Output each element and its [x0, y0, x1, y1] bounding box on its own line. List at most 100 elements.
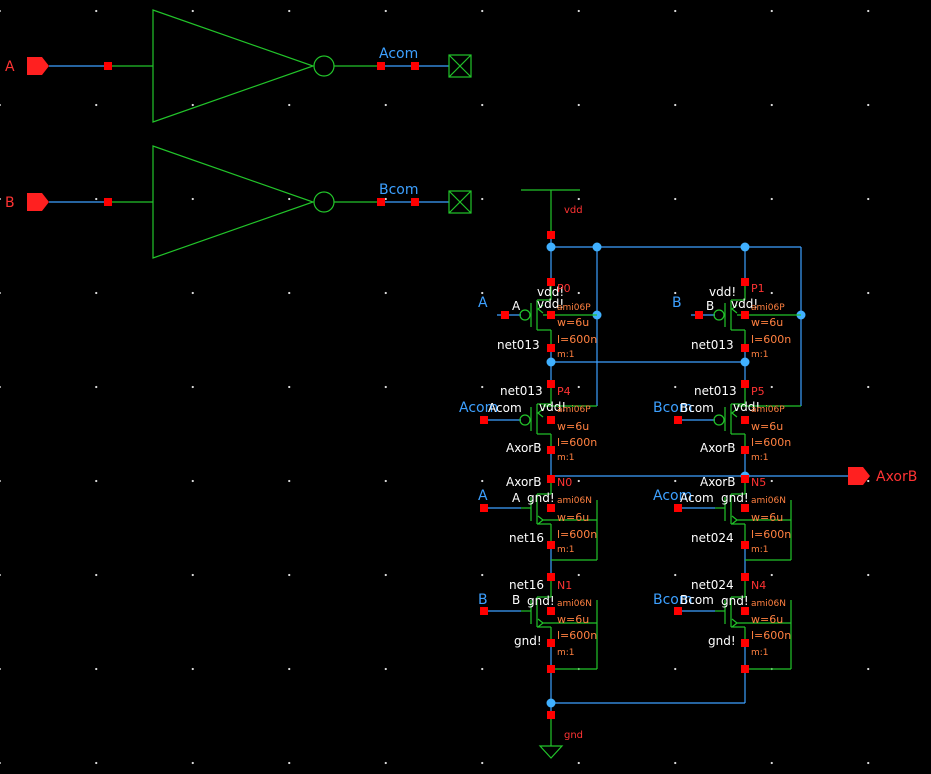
p5-bulk-label: vdd! — [733, 400, 760, 414]
n1-l-label: l=600n — [557, 629, 597, 642]
p5-top-label: net013 — [694, 384, 737, 398]
n5-gate-label: Acom — [680, 491, 714, 505]
p0-w-label: w=6u — [557, 316, 589, 329]
transistor-p4[interactable]: Acom Acom net013 vdd! P4 ami06P w=6u l=6… — [459, 380, 597, 463]
gnd-label: gnd — [564, 730, 583, 741]
n4-inst-label: N4 — [751, 579, 766, 592]
p4-model-label: ami06P — [557, 405, 591, 415]
p1-bulk-label: vdd! — [731, 297, 758, 311]
n0-bulk-label: gnd! — [527, 491, 555, 505]
n4-model-label: ami06N — [751, 599, 786, 609]
n1-model-label: ami06N — [557, 599, 592, 609]
inverter-b-bubble — [313, 191, 335, 213]
inverter-b[interactable] — [108, 145, 381, 259]
p1-model-label: ami06P — [751, 303, 785, 313]
p1-gate-net-label: B — [672, 295, 682, 311]
p0-l-label: l=600n — [557, 333, 597, 346]
p4-bulk-label: vdd! — [539, 400, 566, 414]
p4-top-label: net013 — [500, 384, 543, 398]
n5-m-label: m:1 — [751, 545, 769, 555]
n4-top-label: net024 — [691, 578, 734, 592]
p1-l-label: l=600n — [751, 333, 791, 346]
p4-gate-label: Acom — [488, 401, 522, 415]
n1-top-label: net16 — [509, 578, 544, 592]
p1-w-label: w=6u — [751, 316, 783, 329]
net-acom[interactable]: Acom — [379, 46, 472, 78]
p1-inst-label: P1 — [751, 282, 765, 295]
transistor-p0[interactable]: A A vdd! vdd! P0 ami06P w=6u l=600n m:1 … — [478, 278, 597, 360]
transistor-p5[interactable]: Bcom Bcom net013 vdd! P5 ami06P w=6u l=6… — [653, 380, 801, 463]
p0-inst-label: P0 — [557, 282, 571, 295]
inverter-terminals — [104, 62, 419, 206]
inverter-b-body — [152, 145, 315, 259]
n5-bulk-label: gnd! — [721, 491, 749, 505]
p4-bottom-label: AxorB — [506, 441, 541, 455]
n4-gate-label: Bcom — [680, 593, 714, 607]
p1-bottom-label: net013 — [691, 338, 734, 352]
p0-m-label: m:1 — [557, 350, 575, 360]
p0-bulk-label: vdd! — [537, 297, 564, 311]
noconn-acom-icon — [448, 54, 472, 78]
pin-axorb[interactable]: AxorB — [848, 467, 917, 485]
transistor-n1[interactable]: B B net16 gnd! N1 ami06N w=6u l=600n m:1… — [478, 573, 598, 673]
n0-l-label: l=600n — [557, 528, 597, 541]
n0-bottom-label: net16 — [509, 531, 544, 545]
n1-m-label: m:1 — [557, 648, 575, 658]
p0-top-label: vdd! — [537, 285, 564, 299]
input-pin-a-icon — [27, 57, 49, 75]
p5-inst-label: P5 — [751, 385, 765, 398]
p0-gate-label: A — [512, 299, 521, 313]
p5-m-label: m:1 — [751, 453, 769, 463]
transistor-n5[interactable]: Acom Acom AxorB gnd! N5 ami06N w=6u l=60… — [653, 475, 792, 561]
p0-bottom-label: net013 — [497, 338, 540, 352]
gnd-symbol[interactable]: gnd — [538, 711, 583, 759]
n4-bulk-label: gnd! — [721, 594, 749, 608]
inverter-a-body — [152, 9, 315, 123]
n0-model-label: ami06N — [557, 496, 592, 506]
p4-m-label: m:1 — [557, 453, 575, 463]
n1-w-label: w=6u — [557, 613, 589, 626]
n4-gate-net-label: Bcom — [653, 592, 693, 608]
n4-bottom-label: gnd! — [708, 634, 736, 648]
n1-bulk-label: gnd! — [527, 594, 555, 608]
net-bcom-label: Bcom — [379, 182, 419, 198]
inverter-a[interactable] — [108, 9, 381, 123]
p4-inst-label: P4 — [557, 385, 571, 398]
pin-a-label: A — [5, 59, 15, 75]
pin-b-label: B — [5, 195, 15, 211]
output-pin-icon — [848, 467, 870, 485]
transistor-p1[interactable]: B B vdd! vdd! P1 ami06P w=6u l=600n m:1 … — [672, 278, 801, 360]
n0-gate-net-label: A — [478, 488, 488, 504]
n4-w-label: w=6u — [751, 613, 783, 626]
pin-b[interactable]: B — [5, 193, 108, 211]
p4-l-label: l=600n — [557, 436, 597, 449]
p4-w-label: w=6u — [557, 420, 589, 433]
pin-a[interactable]: A — [5, 57, 108, 75]
inverter-a-bubble — [313, 55, 335, 77]
n0-w-label: w=6u — [557, 511, 589, 524]
net-bcom[interactable]: Bcom — [379, 182, 472, 214]
ground-triangle-icon — [538, 745, 564, 759]
n4-m-label: m:1 — [751, 648, 769, 658]
p0-gate-net-label: A — [478, 295, 488, 311]
p5-model-label: ami06P — [751, 405, 785, 415]
p1-m-label: m:1 — [751, 350, 769, 360]
n0-top-label: AxorB — [506, 475, 541, 489]
p5-gate-label: Bcom — [680, 401, 714, 415]
p4-gate-net-label: Acom — [459, 400, 498, 416]
n5-bottom-label: net024 — [691, 531, 734, 545]
transistor-n4[interactable]: Bcom Bcom net024 gnd! N4 ami06N w=6u l=6… — [653, 573, 792, 673]
n5-inst-label: N5 — [751, 476, 766, 489]
transistor-n0[interactable]: A A AxorB gnd! N0 ami06N w=6u l=600n m:1… — [478, 475, 598, 561]
n4-l-label: l=600n — [751, 629, 791, 642]
junction-dots — [546, 242, 806, 708]
vdd-symbol[interactable]: vdd — [521, 189, 583, 239]
vdd-label: vdd — [564, 205, 583, 216]
n5-model-label: ami06N — [751, 496, 786, 506]
net-acom-label: Acom — [379, 46, 418, 62]
p5-l-label: l=600n — [751, 436, 791, 449]
n5-gate-net-label: Acom — [653, 488, 692, 504]
n0-gate-label: A — [512, 491, 521, 505]
